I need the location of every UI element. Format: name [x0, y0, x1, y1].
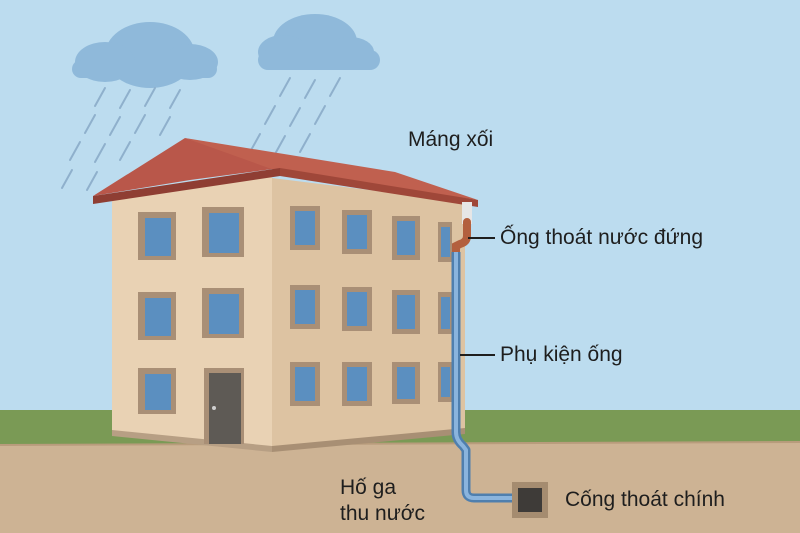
roof-front — [93, 138, 280, 196]
door-icon — [204, 368, 244, 444]
rain-icon — [61, 77, 341, 191]
side-windows — [290, 206, 452, 406]
label-catch-basin-line1: Hố ga — [340, 476, 397, 499]
roof-eave-side — [280, 168, 478, 207]
ground-edge — [0, 441, 800, 446]
gutter-elbow — [452, 202, 472, 260]
label-downpipe: Ống thoát nước đứng — [500, 226, 704, 249]
ground — [0, 442, 800, 533]
building-base — [112, 430, 272, 452]
label-catch-basin: Hố ga thu nước — [340, 475, 450, 527]
downpipe-highlight — [454, 252, 518, 500]
building-front-wall — [112, 172, 272, 450]
cloud-icon — [258, 14, 380, 70]
label-catch-basin-line2: thu nước — [340, 502, 426, 525]
cloud-icon — [72, 22, 218, 88]
label-pipe-fittings: Phụ kiện ống — [500, 343, 623, 366]
main-drain-box — [512, 482, 548, 518]
front-windows — [138, 207, 244, 414]
label-gutter: Máng xối — [408, 128, 494, 151]
building-base-side — [272, 428, 465, 452]
roof-eave-front — [93, 168, 280, 204]
label-main-drain: Cống thoát chính — [565, 488, 725, 511]
roof-side — [185, 138, 478, 200]
